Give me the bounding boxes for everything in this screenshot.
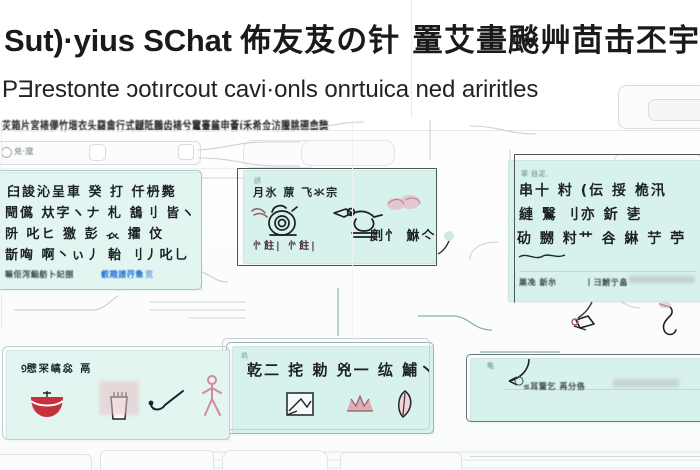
card-right-tag: 草 目疋, [521, 170, 549, 178]
card-right-line-1: 縺 鷖 刂亦 釿 乼 [519, 207, 643, 223]
card-center-top[interactable]: 訮 月氷 蒝 飞氺宗 [243, 170, 437, 264]
page-subtitle: PƎrestonte ɔotırcout cavi·onls onrtuica … [2, 76, 539, 103]
toolbar-button-b[interactable] [301, 140, 395, 166]
card-right-rule [519, 271, 697, 272]
card-right-primary[interactable]: 草 目疋, 串十 籿 (伝 挼 桅汛 縺 鷖 刂亦 釿 乼 劯 嬲 籿艹 𧮫 綝… [508, 160, 700, 302]
card-bottom-right-redaction [613, 379, 679, 387]
card-left-primary-outline [0, 170, 202, 290]
card-left-line-3: 斮哅 啊丶ぃ丿 軩 刂丿叱乚 [5, 248, 190, 263]
card-right-footer-left: 巣凂 龂厼 [519, 278, 557, 287]
page-title: Sut)·yius SChat 佈友芨の针 罿艾畫飈艸茴击丕宇忖坩 [4, 22, 700, 60]
pen-nib-icon [571, 301, 595, 331]
header-bottom-rule [0, 130, 700, 131]
card-bottom-right-footer: ≤耳簹乞 爯分佫 [523, 382, 586, 391]
page-title-glyphs: 佈友芨の针 罿艾畫飈艸茴击丕宇忖坩 [240, 23, 700, 59]
guide-vertical-center [352, 120, 353, 340]
card-bottom-right-rule [505, 389, 700, 390]
card-left-footer-right[interactable]: 叡覭譄荇惫 [101, 270, 144, 279]
card-left-line-0: 臼誜沁呈車 癸 打 仟枬斃 [7, 185, 177, 200]
card-left-primary[interactable]: 臼誜沁呈車 癸 打 仟枬斃 閜儰 夶字ヽナ 札 鵨刂 皆ヽ 阩 叱ヒ 獥 彭 𧘇… [0, 172, 202, 290]
card-bottom-left[interactable]: ᠑憵冞嵪惢 鬲 [6, 350, 230, 440]
card-right-line-2: 劯 嬲 籿艹 𧮫 綝 艼 苧 [517, 231, 687, 247]
card-left-line-1: 閜儰 夶字ヽナ 札 鵨刂 皆ヽ [5, 206, 197, 221]
header-vertical-divider [411, 0, 412, 118]
page-header: Sut)·yius SChat 佈友芨の针 罿艾畫飈艸茴击丕宇忖坩 PƎrest… [0, 0, 700, 134]
diagram-canvas[interactable]: 臼誜沁呈車 癸 打 仟枬斃 閜儰 夶字ヽナ 札 鵨刂 皆ヽ 阩 叱ヒ 獥 彭 𧘇… [0, 120, 700, 470]
guide-vertical-left [1, 120, 2, 330]
page-title-latin: Sut)·yius SChat [4, 23, 232, 58]
left-chip-label: 兑·窊 [14, 147, 34, 156]
card-left-footer-left: 嘛佢泻鮨舫卜妃捌 [5, 270, 74, 279]
card-center-bottom-tag: 巩 [241, 352, 249, 360]
card-center-top-title: 月氷 蒝 飞氺宗 [253, 186, 339, 199]
card-center-bottom-title: 乾二 挓 勅 兇一 纮 鯆丶 [247, 361, 434, 379]
card-bottom-right-outline [466, 354, 700, 422]
header-panel-inner[interactable] [648, 99, 700, 121]
toolbar-icon-a[interactable] [89, 144, 106, 161]
card-left-line-2: 阩 叱ヒ 獥 彭 𧘇 攉 伩 [5, 227, 165, 242]
bottom-bar-3[interactable] [222, 450, 328, 470]
bottom-bar-1[interactable] [0, 454, 92, 470]
card-right-line-0: 串十 籿 (伝 挼 桅汛 [519, 183, 667, 199]
card-bottom-right-tag: 龟 [487, 362, 495, 370]
card-right-footer-right: 丨彐鮒亍畠 [585, 278, 628, 287]
card-center-top-outline [237, 168, 437, 266]
card-bottom-left-outline [2, 346, 230, 440]
card-center-top-caption-left: 㣺飳| 㣺飳| [252, 241, 317, 252]
bottom-rule [470, 456, 700, 457]
bottom-bar-2[interactable] [100, 450, 214, 470]
card-right-outline [514, 154, 700, 303]
card-center-top-tag: 訮 [254, 177, 262, 185]
toolbar-rule [0, 168, 240, 169]
cup-glow [99, 381, 139, 415]
bottom-bar-4[interactable] [340, 452, 462, 470]
card-bottom-left-title: ᠑憵冞嵪惢 鬲 [21, 364, 93, 375]
node-dot-icon[interactable] [436, 228, 458, 262]
card-center-top-caption-right: 剫忄 鮴亽乇 [370, 229, 437, 244]
swan-sketch-icon [659, 302, 677, 336]
card-right-footer-redaction [629, 276, 695, 283]
toolbar-icon-b[interactable] [178, 144, 194, 160]
card-left-footer-accent[interactable]: 覔 [145, 270, 154, 279]
card-center-bottom-outline-2 [222, 338, 430, 430]
